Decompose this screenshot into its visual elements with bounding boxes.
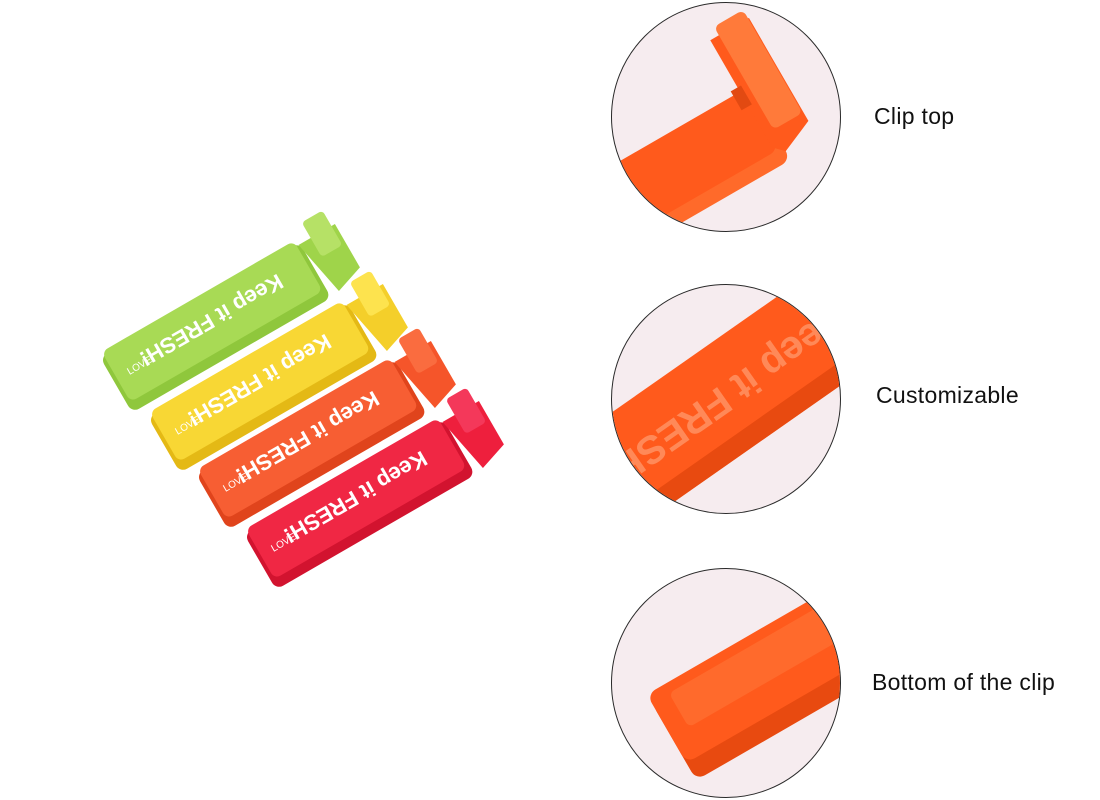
detail-circle-clip-bottom bbox=[611, 568, 841, 798]
caption-bottom-of-clip: Bottom of the clip bbox=[872, 669, 1056, 695]
detail-circle-clip-top bbox=[611, 2, 841, 232]
product-photo-bag-clips: Keep it FRESH! LOVE Keep it FRESH! LOVE … bbox=[100, 210, 520, 630]
caption-clip-top: Clip top bbox=[874, 103, 955, 129]
clip-orange: Keep it FRESH! LOVE bbox=[199, 328, 456, 527]
detail-circle-customizable: Keep it FRESH! bbox=[611, 284, 841, 514]
caption-customizable: Customizable bbox=[876, 382, 1019, 408]
